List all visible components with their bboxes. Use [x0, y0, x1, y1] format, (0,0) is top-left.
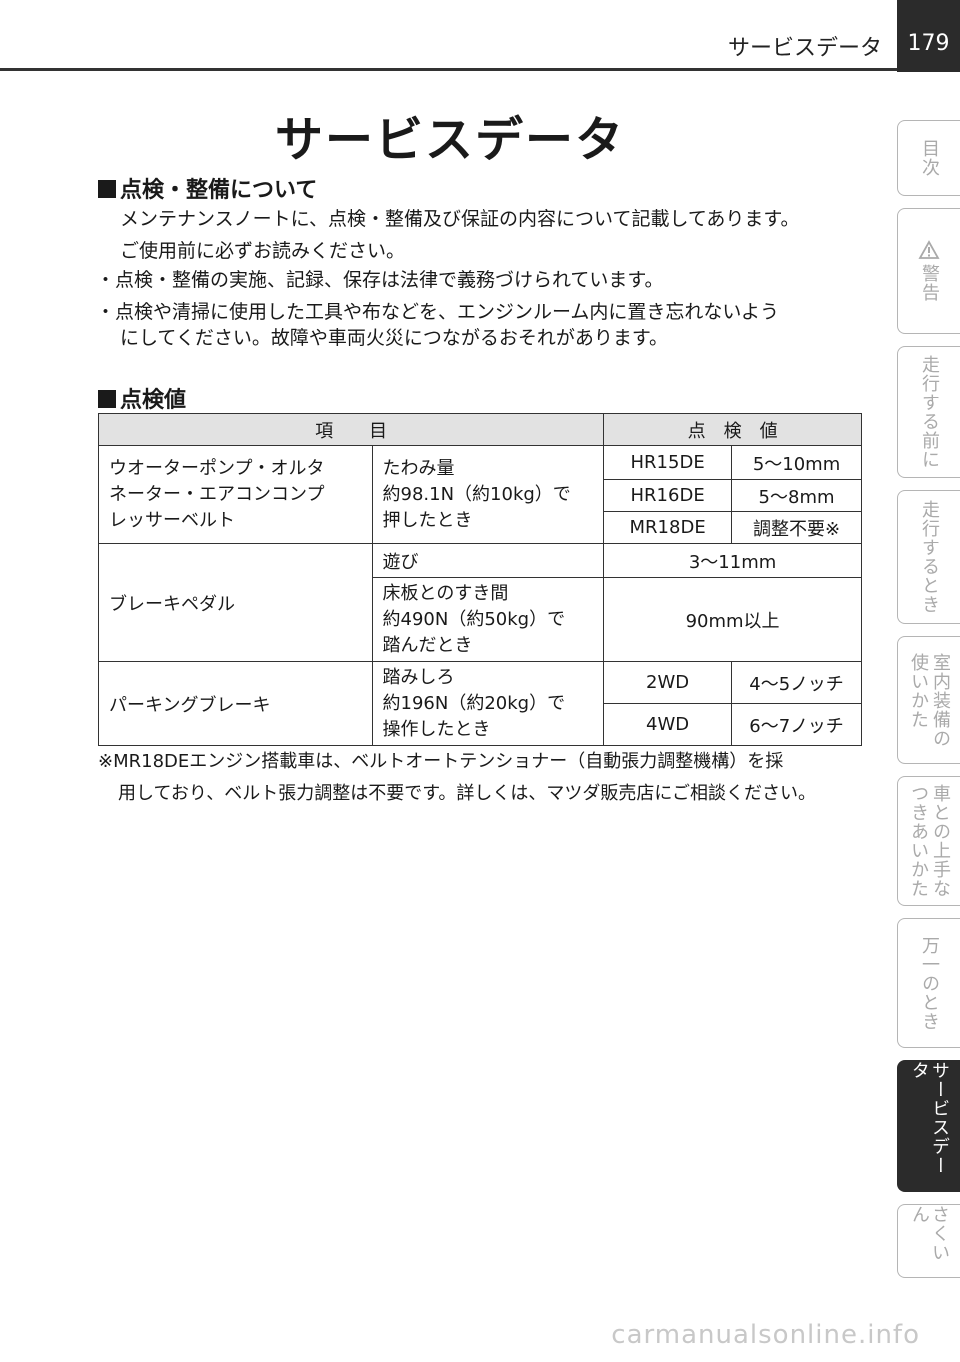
belt-condition-cell: たわみ量 約98.1N（約10kg）で 押したとき [371, 445, 605, 544]
value-cell: 調整不要※ [731, 511, 862, 544]
value-cell: 3〜11mm [603, 543, 862, 578]
bullet-legal: ・点検・整備の実施、記録、保存は法律で義務づけられています。 [96, 269, 664, 291]
value-cell: 6〜7ノッチ [731, 703, 862, 746]
header-title: サービスデータ [727, 36, 882, 61]
page-header: サービスデータ 179 [0, 0, 960, 72]
engine-model-cell: HR16DE [603, 479, 733, 512]
intro-line-2: ご使用前に必ずお読みください。 [120, 240, 406, 262]
table-row: 床板とのすき間 約490N（約50kg）で 踏んだとき 90mm以上 [99, 577, 862, 662]
header-item: 項 目 [97, 413, 605, 446]
belt-item-cell: ウオーターポンプ・オルタ ネーター・エアコンコンプ レッサーベルト [98, 445, 373, 544]
tab-car-care[interactable]: 車との上手な つきあいかた [897, 776, 960, 906]
brake-item-cell: ブレーキペダル [98, 543, 373, 662]
page-title: サービスデータ [274, 112, 625, 168]
bullet-tools-line-1: ・点検や清掃に使用した工具や布などを、エンジンルーム内に置き忘れないよう [96, 301, 780, 323]
section-heading-inspection-values: 点検値 [98, 382, 186, 414]
drive-type-cell: 4WD [603, 703, 733, 746]
value-cell: 5〜10mm [731, 445, 862, 480]
parking-condition-cell: 踏みしろ 約196N（約20kg）で 操作したとき [371, 661, 605, 746]
value-cell: 4〜5ノッチ [731, 661, 862, 704]
table-row: MR18DE 調整不要※ [99, 511, 862, 544]
parking-item-cell: パーキングブレーキ [98, 661, 373, 746]
engine-model-cell: HR15DE [603, 445, 733, 480]
tab-contents[interactable]: 目次 [897, 120, 960, 196]
tab-service-data[interactable]: サービスデータ [897, 1060, 960, 1192]
watermark: carmanualsonline.info [611, 1320, 920, 1350]
table-row: パーキングブレーキ 踏みしろ 約196N（約20kg）で 操作したとき 2WD … [98, 661, 862, 746]
bullet-tools-line-2: にしてください。故障や車両火災につながるおそれがあります。 [120, 327, 668, 349]
header-value: 点 検 値 [603, 413, 862, 446]
brake-play-cell: 遊び [371, 543, 605, 578]
section-heading-maintenance: 点検・整備について [98, 172, 317, 204]
table-row: 4WD 6〜7ノッチ [99, 703, 862, 746]
header-rule [0, 68, 900, 71]
square-bullet-icon [98, 390, 116, 408]
tab-warning[interactable]: 警告 [897, 208, 960, 334]
brake-gap-cell: 床板とのすき間 約490N（約50kg）で 踏んだとき [371, 577, 605, 662]
inspection-values-table: 項 目 点 検 値 ウオーターポンプ・オルタ ネーター・エアコンコンプ レッサー… [97, 413, 862, 746]
warning-icon [918, 240, 940, 259]
value-cell: 5〜8mm [731, 479, 862, 512]
footnote: ※MR18DEエンジン搭載車は、ベルトオートテンショナー（自動張力調整機構）を採… [98, 751, 817, 804]
table-row: ウオーターポンプ・オルタ ネーター・エアコンコンプ レッサーベルト たわみ量 約… [98, 445, 862, 544]
tab-index[interactable]: さくいん [897, 1204, 960, 1278]
tab-emergency[interactable]: 万一のとき [897, 918, 960, 1048]
tab-before-driving[interactable]: 走行する前に [897, 346, 960, 478]
table-row: ブレーキペダル 遊び 3〜11mm [98, 543, 862, 662]
drive-type-cell: 2WD [603, 661, 733, 704]
value-cell: 90mm以上 [603, 577, 862, 662]
tab-while-driving[interactable]: 走行するとき [897, 490, 960, 624]
table-header-row: 項 目 点 検 値 [97, 413, 862, 446]
intro-line-1: メンテナンスノートに、点検・整備及び保証の内容について記載してあります。 [120, 208, 800, 230]
engine-model-cell: MR18DE [603, 511, 733, 544]
page-number: 179 [897, 0, 960, 72]
table-row: HR16DE 5〜8mm [99, 479, 862, 512]
tab-interior-features[interactable]: 室内装備の 使いかた [897, 636, 960, 764]
square-bullet-icon [98, 180, 116, 198]
